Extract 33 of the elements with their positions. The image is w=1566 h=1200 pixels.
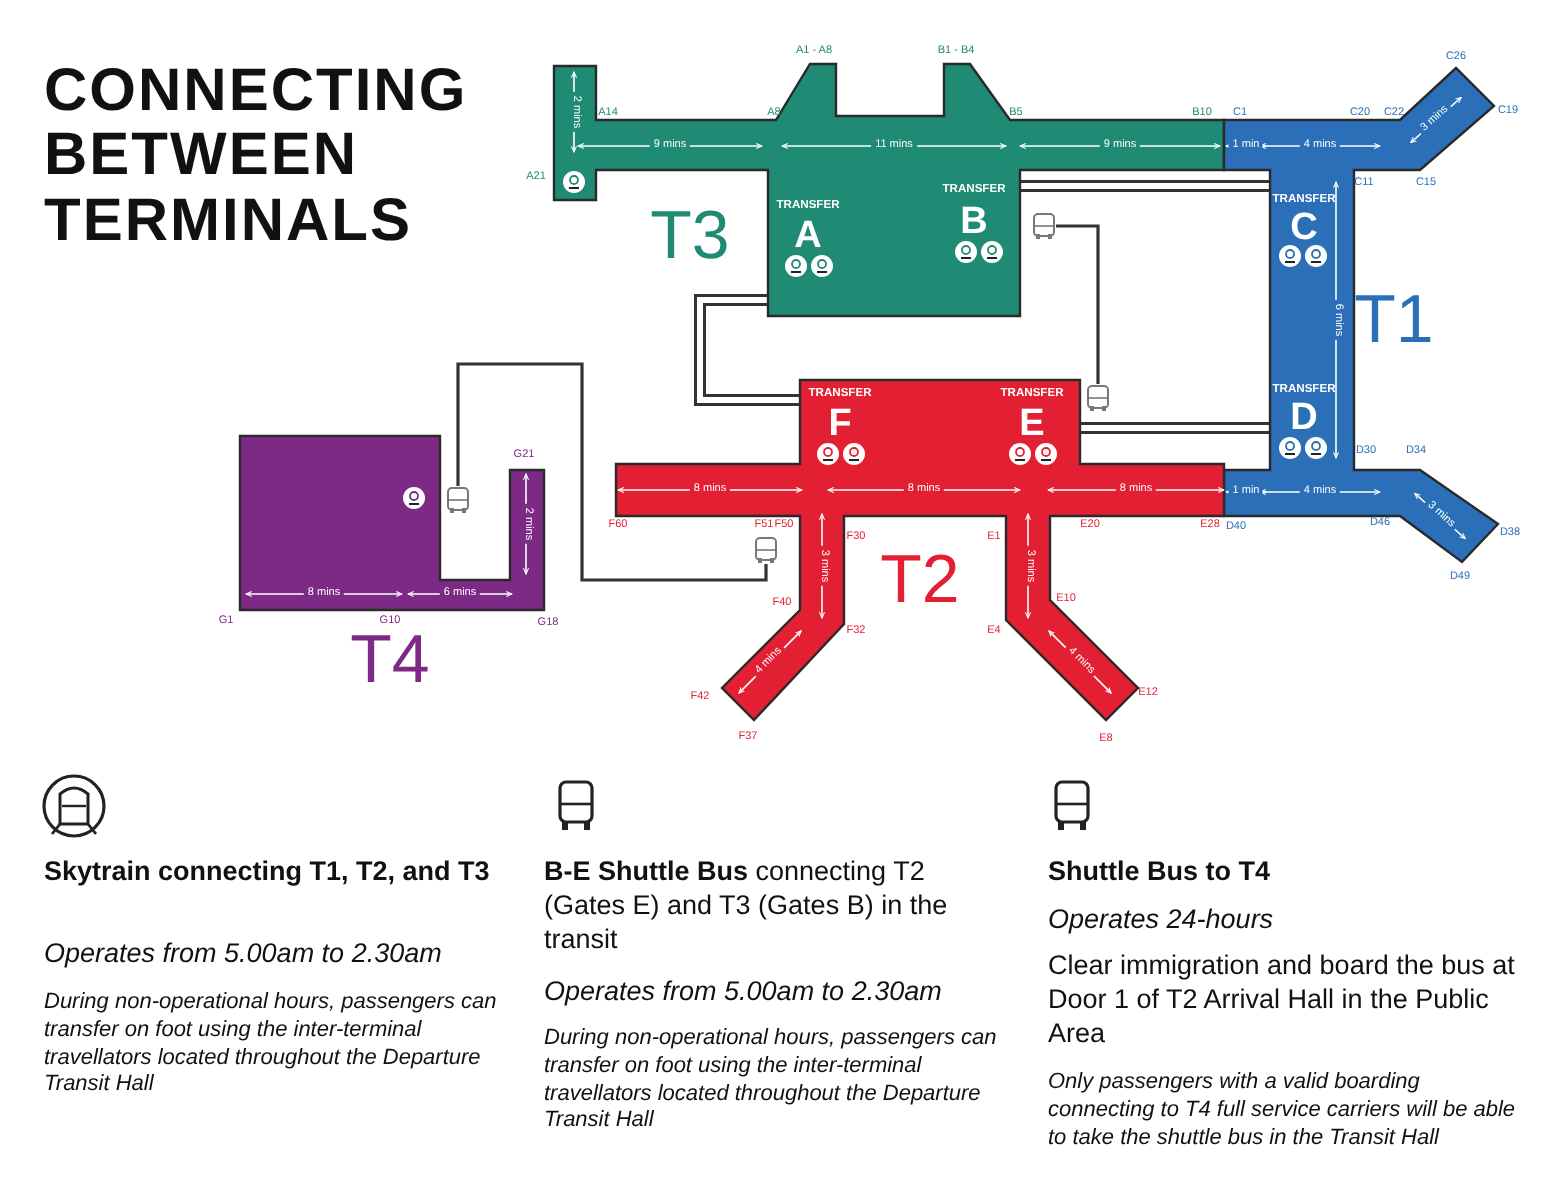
zone-letter: E (1019, 405, 1045, 443)
shuttle-route (456, 362, 768, 582)
zone-letter: D (1290, 399, 1318, 437)
terminal-shape (240, 436, 544, 610)
note-text: During non-operational hours, passengers can transfer on foot using the inter-terminal travellators located throughout the Departure Transit Hall (544, 1026, 999, 1136)
terminal-label: T3 (650, 202, 730, 270)
shuttle-route (1056, 224, 1100, 384)
hours-text: Operates from 5.00am to 2.30am (44, 938, 444, 972)
title: CONNECTING BETWEEN TERMINALS (44, 60, 470, 255)
heading-text: Skytrain connecting T1, T2, and T3 (44, 856, 492, 890)
skytrain-track (694, 294, 800, 406)
terminal-label: T1 (1354, 286, 1434, 354)
skytrain-track (1020, 180, 1270, 192)
bus-icon (754, 536, 778, 564)
zone-letter: B (960, 203, 988, 241)
zone-letter: A (794, 217, 822, 255)
zone-letter: C (1290, 209, 1318, 247)
hours-text: Operates 24-hours (1048, 904, 1276, 938)
terminal-shape (1224, 68, 1498, 562)
bus-icon (1032, 212, 1056, 240)
zone-letter: F (828, 405, 852, 443)
skytrain-track (1080, 422, 1270, 434)
bus-icon (446, 486, 470, 514)
note-text: Only passengers with a valid boarding connecting to T4 full service carriers will be able to take the shuttle bus in the Transit Hall (1048, 1070, 1518, 1153)
bus-icon (1086, 384, 1110, 412)
info-text: Clear immigration and board the bus at Door 1 of T2 Arrival Hall in the Public Area (1048, 950, 1517, 1052)
note-text: During non-operational hours, passengers can transfer on foot using the inter-terminal travellators located throughout the Departure Transit Hall (44, 990, 499, 1100)
terminal-label: T2 (880, 546, 960, 614)
terminal-shape (554, 64, 1224, 316)
hours-text: Operates from 5.00am to 2.30am (544, 976, 944, 1010)
info-text: B-E Shuttle Bus connecting T2 (Gates E) and T3 (Gates B) in the transit (544, 856, 950, 958)
heading-text: Shuttle Bus to T4 (1048, 856, 1272, 890)
terminal-label: T4 (350, 626, 430, 694)
